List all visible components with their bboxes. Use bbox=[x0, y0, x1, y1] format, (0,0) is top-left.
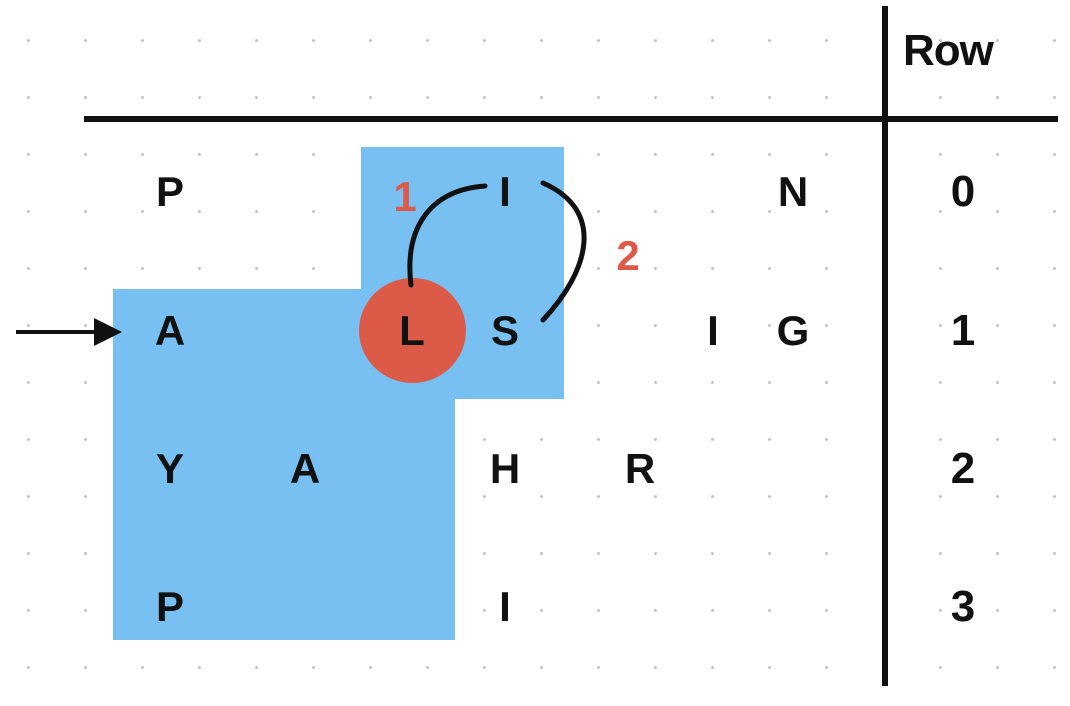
grid-cell-r3-c2: I bbox=[499, 583, 511, 630]
grid-cell-r2-c0: Y bbox=[155, 445, 184, 492]
grid-cell-r1-c1: L bbox=[399, 307, 425, 354]
grid-cell-r1-c2: S bbox=[490, 307, 519, 354]
step-2-label: 2 bbox=[616, 232, 640, 279]
row-header: Row bbox=[903, 26, 994, 75]
step-2-arc bbox=[540, 180, 587, 323]
grid-cell-r0-c0: P bbox=[155, 168, 184, 215]
current-position-circle bbox=[359, 278, 466, 383]
row-number-0: 0 bbox=[950, 167, 976, 216]
row-number-3: 3 bbox=[950, 582, 976, 631]
grid-cell-r1-c0: A bbox=[154, 307, 186, 354]
start-arrow-head-icon bbox=[94, 318, 122, 346]
grid-cell-r2-c1: A bbox=[289, 445, 321, 492]
grid-cell-r0-c4: N bbox=[777, 168, 809, 215]
row-number-2: 2 bbox=[950, 444, 976, 493]
grid-cell-r1-c4: G bbox=[776, 307, 810, 354]
row-number-1: 1 bbox=[950, 306, 976, 355]
grid-cell-r2-c3: R bbox=[624, 445, 656, 492]
step-1-arc bbox=[407, 183, 488, 288]
grid-cell-r0-c2: I bbox=[499, 168, 511, 215]
grid-cell-r1-c3: I bbox=[707, 307, 719, 354]
grid-cell-r3-c0: P bbox=[155, 583, 184, 630]
grid-cell-r2-c2: H bbox=[489, 445, 521, 492]
step-1-label: 1 bbox=[393, 173, 417, 220]
